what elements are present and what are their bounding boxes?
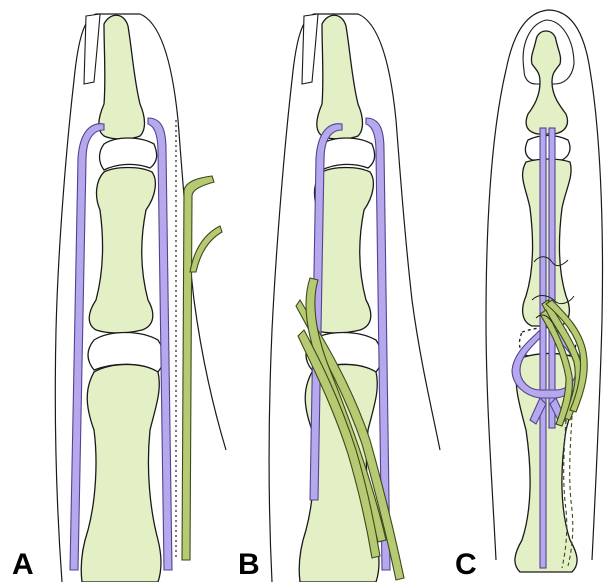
panel-a-middle-phalanx [89,168,155,334]
panel-a-distal-phalanx [99,15,145,139]
panel-a-dip-joint [100,138,157,170]
panel-label-b: B [238,550,260,580]
panel-a-graft-branch [190,226,222,272]
panel-b-distal-phalanx [317,15,363,139]
panel-a-nail [84,14,100,84]
panel-c-dip-joint [525,136,570,161]
panel-label-c: C [455,550,477,580]
panel-a-proximal-phalanx [81,365,161,583]
panel-label-a: A [12,550,34,580]
panel-a-diagram [55,14,226,582]
panel-c-tendon-left [540,128,546,568]
panel-c-diagram [486,10,603,572]
panel-b-nail [302,14,318,84]
panel-b-diagram [269,14,440,582]
panel-c-tendon-right [549,128,555,428]
